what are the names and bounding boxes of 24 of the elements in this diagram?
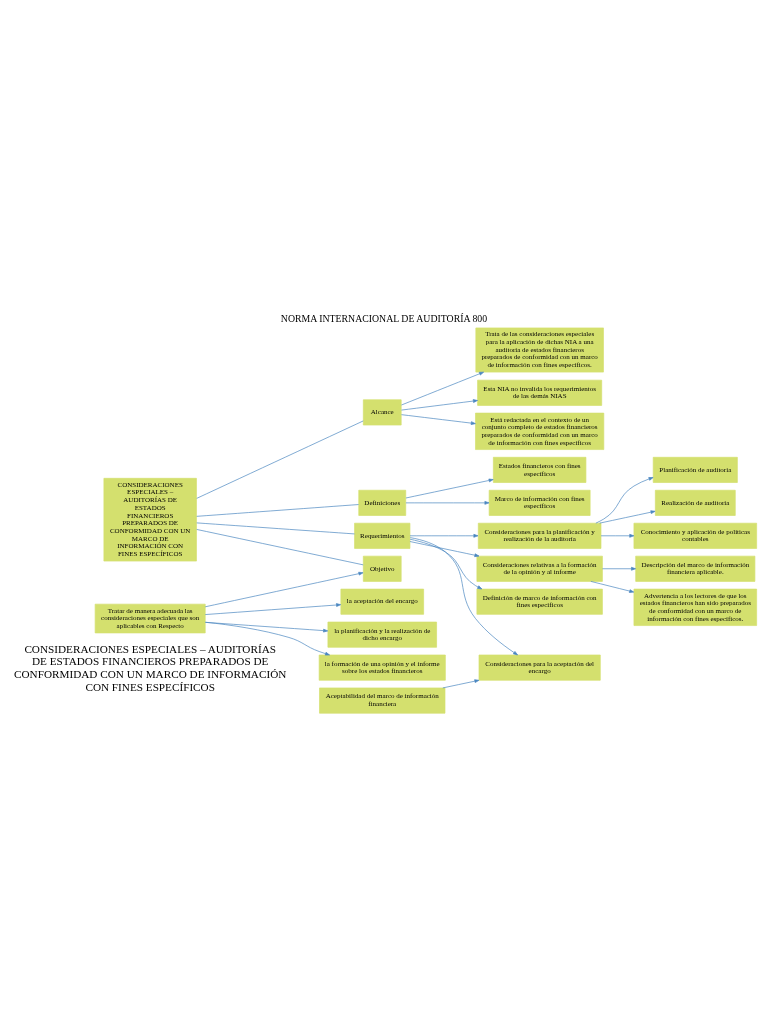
- arrow: [401, 413, 476, 425]
- arrow: [205, 621, 330, 655]
- arrow: [599, 509, 656, 523]
- arrow: [401, 371, 484, 405]
- arrow: [409, 536, 518, 655]
- connector: [196, 420, 364, 499]
- arrow: [602, 566, 636, 571]
- arrow: [409, 540, 480, 557]
- arrow: [405, 478, 494, 498]
- arrow: [409, 538, 483, 589]
- connector: [196, 522, 355, 534]
- arrow: [401, 398, 478, 410]
- arrow: [442, 678, 480, 688]
- arrow: [204, 602, 342, 615]
- arrow: [600, 533, 635, 538]
- arrow: [590, 580, 635, 593]
- connector: [196, 528, 364, 565]
- arrow: [409, 533, 479, 538]
- label: CONSIDERACIONES ESPECIALES – AUDITORÍAS DE ESTADOS FINANCIEROS PREPARADOS DE CONFORMIDAD CON UN MARCO DE INFORMACIÓN CON FINES ESPECÍFICOS: [14, 642, 287, 693]
- diagram-title: NORMA INTERNACIONAL DE AUDITORÍA 800: [280, 312, 488, 324]
- connector: [196, 503, 359, 517]
- arrow: [204, 571, 364, 607]
- arrow: [595, 476, 654, 524]
- arrow: [405, 500, 490, 505]
